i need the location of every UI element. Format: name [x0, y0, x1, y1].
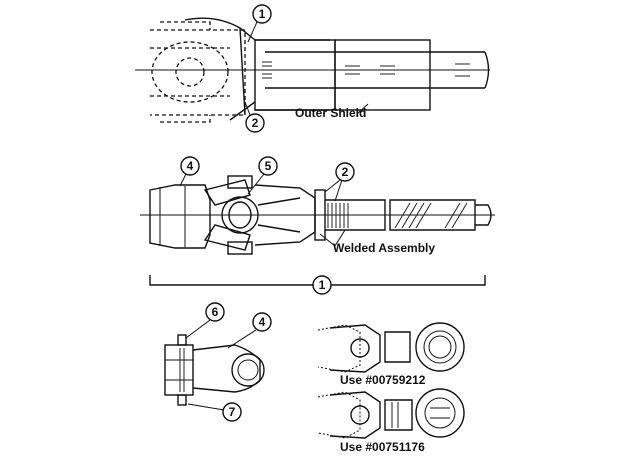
callout-5-mid: 5 — [265, 159, 272, 173]
bottom-yoke-detail: 6 4 7 — [164, 302, 272, 422]
callout-1-top: 1 — [259, 7, 266, 21]
assembly-bracket: 1 — [149, 275, 486, 295]
outer-shield-label: Outer Shield — [295, 106, 366, 120]
welded-assembly-label: Welded Assembly — [333, 241, 435, 255]
use-00759212-label: Use #00759212 — [340, 373, 426, 387]
callout-4-bot: 4 — [259, 315, 266, 329]
callout-4-mid: 4 — [187, 159, 194, 173]
callout-2-mid: 2 — [342, 165, 349, 179]
variant-751176: Use #00751176 — [317, 388, 465, 454]
use-00751176-label: Use #00751176 — [340, 440, 425, 454]
callout-6-bot: 6 — [212, 305, 219, 319]
middle-welded-assembly: 4 5 2 Welded Assembly — [140, 156, 495, 255]
variant-759212: Use #00759212 — [317, 322, 465, 387]
callout-7-bot: 7 — [229, 405, 236, 419]
top-shielded-shaft: 1 2 Outer Shield — [135, 4, 490, 133]
callout-2-top: 2 — [252, 116, 259, 130]
callout-1-bracket: 1 — [319, 278, 326, 292]
